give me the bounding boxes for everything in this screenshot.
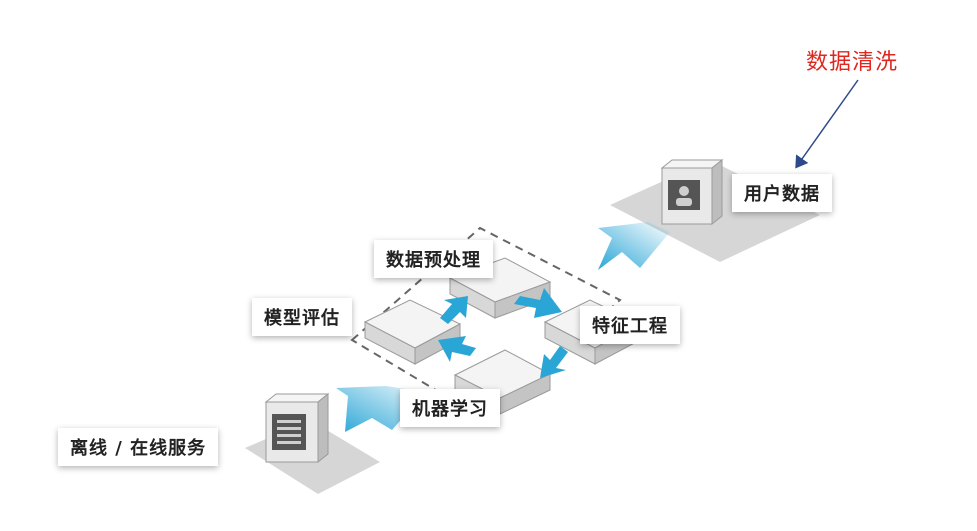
server-list-icon [264, 392, 330, 464]
annotation-data-cleaning: 数据清洗 [806, 50, 899, 75]
label-preprocess: 数据预处理 [374, 240, 493, 278]
label-user-data: 用户数据 [732, 174, 832, 212]
label-service: 离线 / 在线服务 [58, 428, 219, 466]
flow-arrow-in [598, 222, 670, 270]
flow-arrow-preprocess-to-feature [514, 288, 562, 318]
flow-arrow-feature-to-ml [540, 346, 568, 378]
label-ml: 机器学习 [400, 389, 500, 427]
flow-arrow-ml-to-eval [438, 336, 476, 362]
annotation-arrow [795, 79, 859, 169]
flow-arrow-eval-to-preprocess [440, 296, 468, 324]
server-user-icon [660, 158, 724, 226]
box-eval [363, 299, 462, 365]
label-feature-eng: 特征工程 [580, 306, 680, 344]
label-eval: 模型评估 [252, 298, 352, 336]
